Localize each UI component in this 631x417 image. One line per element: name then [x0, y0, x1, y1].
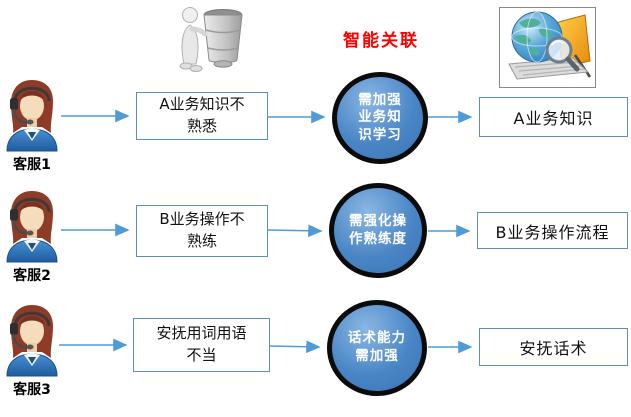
- agent-3-label: 客服3: [13, 382, 51, 398]
- agent-avatar-icon: [6, 191, 58, 263]
- need-circle-3: 话术能力 需加强: [327, 300, 427, 396]
- need-circle-2-line1: 需强化操: [349, 212, 407, 229]
- resource-box-1-label: A业务知识: [513, 109, 594, 128]
- issue-box-1-line2: 熟悉: [186, 117, 217, 135]
- diagram-title: 智能关联: [343, 31, 419, 51]
- issue-box-3-line1: 安抚用词用语: [156, 324, 247, 343]
- issue-box-3: 安抚用词用语 不当: [133, 318, 270, 372]
- agent-3: 客服3: [3, 302, 61, 398]
- agent-1: 客服1: [3, 77, 61, 173]
- resource-box-1: A业务知识: [479, 97, 628, 137]
- resource-box-2-label: B业务操作流程: [495, 222, 610, 242]
- agent-2: 客服2: [3, 188, 61, 284]
- agent-1-label: 客服1: [13, 157, 51, 173]
- person-bucket-icon: [179, 7, 243, 72]
- issue-box-1-line1: A业务知识不: [159, 95, 245, 114]
- issue-box-2: B业务操作不 熟练: [136, 205, 268, 257]
- agent-avatar-icon: [6, 305, 58, 377]
- issue-box-1: A业务知识不 熟悉: [136, 92, 268, 140]
- need-circle-3-line1: 话术能力: [348, 330, 406, 347]
- issue-box-2-line2: 熟练: [186, 232, 217, 250]
- agent-2-label: 客服2: [13, 268, 51, 284]
- need-circle-3-line2: 需加强: [355, 348, 399, 364]
- issue-box-3-line2: 不当: [186, 346, 217, 364]
- need-circle-1-line2: 业务知: [358, 109, 402, 126]
- need-circle-1-line3: 识学习: [358, 126, 402, 143]
- knowledge-search-icon: [499, 7, 596, 88]
- resource-box-2: B业务操作流程: [477, 212, 628, 249]
- agent-avatar-icon: [6, 80, 58, 152]
- issue-box-2-line1: B业务操作不: [159, 210, 245, 229]
- need-circle-2-line2: 作熟练度: [349, 230, 407, 247]
- resource-box-3-label: 安抚话术: [519, 339, 588, 358]
- need-circle-1: 需加强 业务知 识学习: [332, 72, 428, 164]
- resource-box-3: 安抚话术: [479, 328, 628, 366]
- need-circle-2: 需强化操 作熟练度: [329, 183, 427, 278]
- need-circle-1-line1: 需加强: [358, 91, 402, 108]
